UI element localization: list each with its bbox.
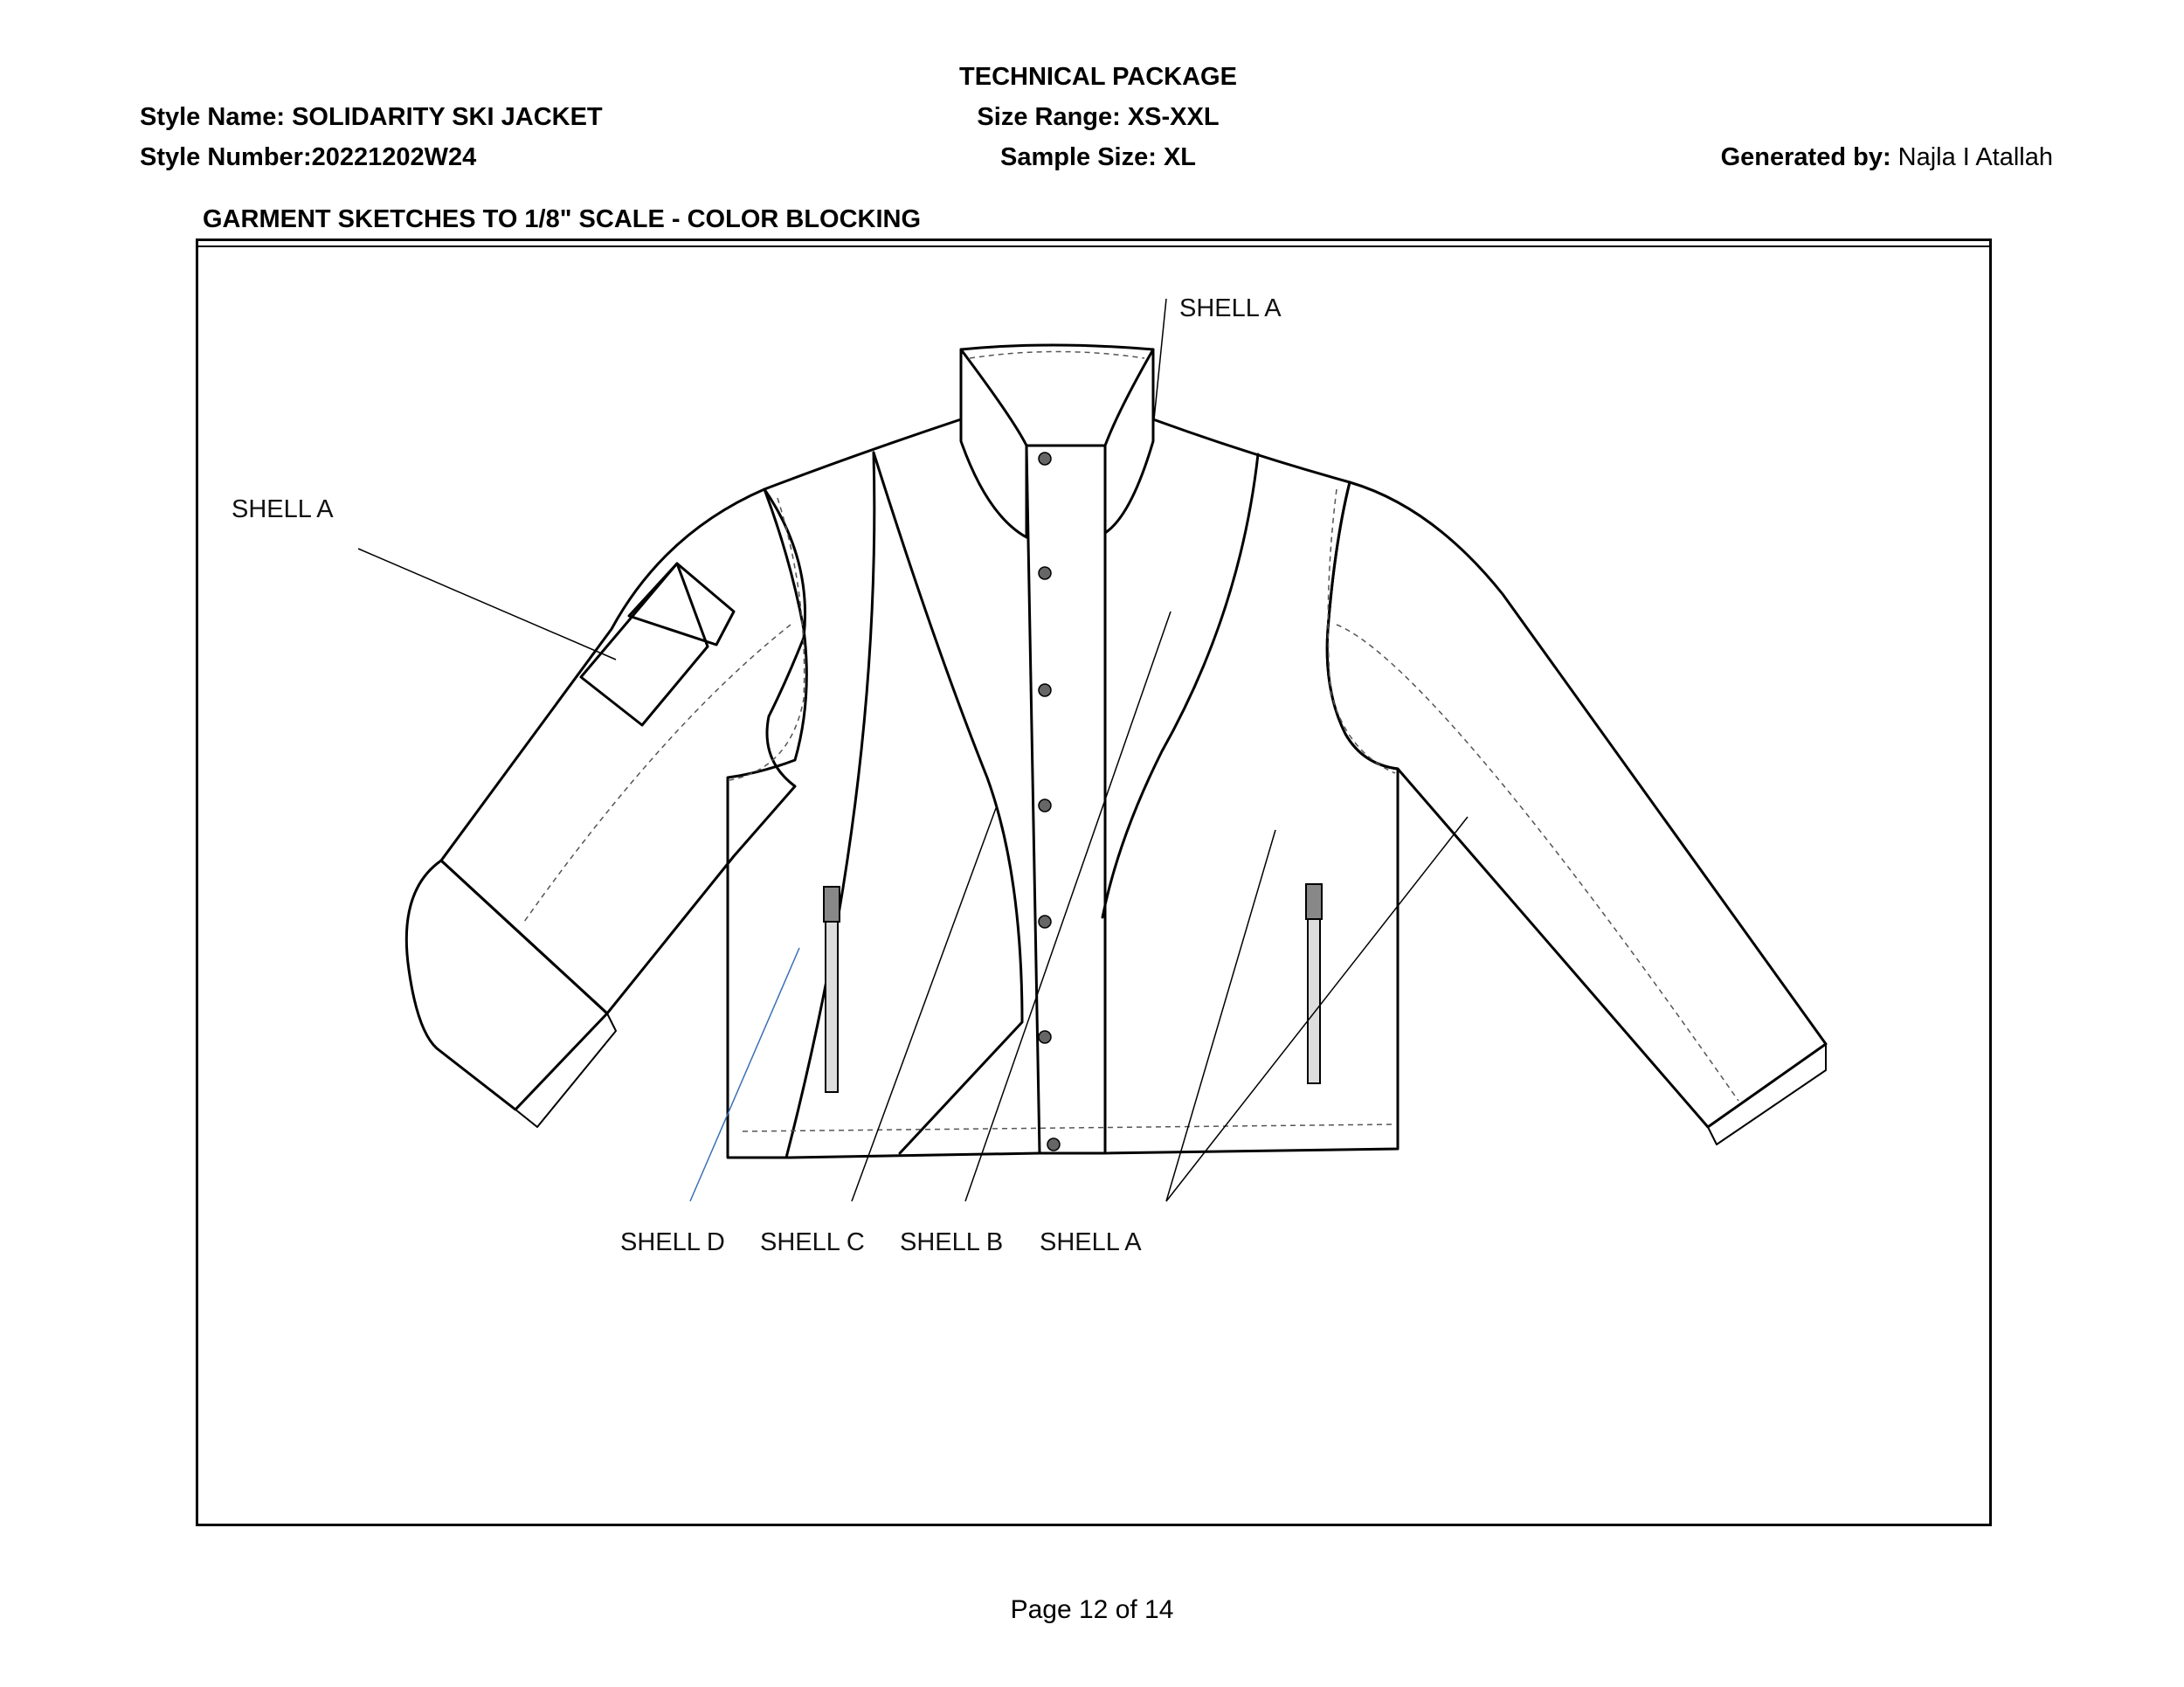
right-sleeve — [1325, 481, 1828, 1129]
callout-shell-b: SHELL B — [900, 1228, 1003, 1256]
jacket-collar — [959, 348, 1028, 539]
leader-shell-d — [689, 947, 800, 1202]
sleeve-pocket — [579, 562, 709, 727]
right-zipper-pull — [1305, 883, 1323, 920]
size-range: Size Range: XS-XXL — [977, 103, 1220, 131]
callout-shell-d: SHELL D — [620, 1228, 725, 1256]
stitch-collar — [969, 350, 1145, 359]
style-name: Style Name: SOLIDARITY SKI JACKET — [140, 103, 603, 131]
seam-right — [1101, 453, 1260, 919]
style-number: Style Number:20221202W24 — [140, 143, 477, 171]
right-cuff-rib — [1707, 1043, 1827, 1145]
package-title: TECHNICAL PACKAGE — [959, 63, 1237, 91]
jacket-body — [726, 343, 1400, 1159]
callout-shell-a: SHELL A — [1040, 1228, 1142, 1256]
snap — [1038, 1030, 1052, 1044]
callout-sleeve-pocket: SHELL A — [232, 495, 334, 523]
left-cuff — [404, 859, 609, 1111]
leader-shell-a-2 — [1165, 816, 1469, 1202]
snap — [1038, 799, 1052, 812]
sample-size: Sample Size: XL — [999, 143, 1197, 171]
left-zipper-pull — [823, 886, 840, 923]
snap — [1038, 915, 1052, 929]
leader-collar — [1152, 298, 1167, 429]
sleeve-pocket-flap — [627, 562, 736, 646]
callout-shell-c: SHELL C — [760, 1228, 865, 1256]
front-placket — [1025, 444, 1107, 1155]
stitch-left-raglan — [729, 497, 805, 781]
snap — [1038, 566, 1052, 580]
leader-sleeve-pocket — [357, 548, 617, 660]
snap — [1038, 452, 1052, 466]
stitch-right-raglan — [1327, 488, 1396, 774]
left-sleeve — [439, 487, 807, 1015]
leader-shell-b — [964, 611, 1171, 1202]
seam-d — [784, 451, 876, 1159]
leader-shell-c — [851, 807, 997, 1202]
sketch-frame — [196, 239, 1992, 1526]
jacket-collar-right — [1103, 348, 1155, 535]
stitch-right-sleeve — [1336, 624, 1739, 1102]
generated-by: Generated by: Najla I Atallah — [1721, 143, 2053, 172]
sketch-frame-rule — [196, 245, 1992, 247]
left-zipper — [825, 895, 839, 1093]
seam-c — [872, 451, 1024, 1155]
callout-collar: SHELL A — [1179, 294, 1282, 322]
page-number: Page 12 of 14 — [1010, 1595, 1174, 1624]
stitch-hem — [742, 1124, 1394, 1132]
section-title: GARMENT SKETCHES TO 1/8" SCALE - COLOR B… — [203, 205, 922, 233]
generated-by-value: Najla I Atallah — [1890, 143, 2053, 171]
snap — [1047, 1137, 1061, 1151]
generated-by-label: Generated by: — [1720, 143, 1891, 171]
leader-shell-a-1 — [1165, 829, 1276, 1202]
left-cuff-rib — [515, 1013, 617, 1128]
snap — [1038, 683, 1052, 697]
